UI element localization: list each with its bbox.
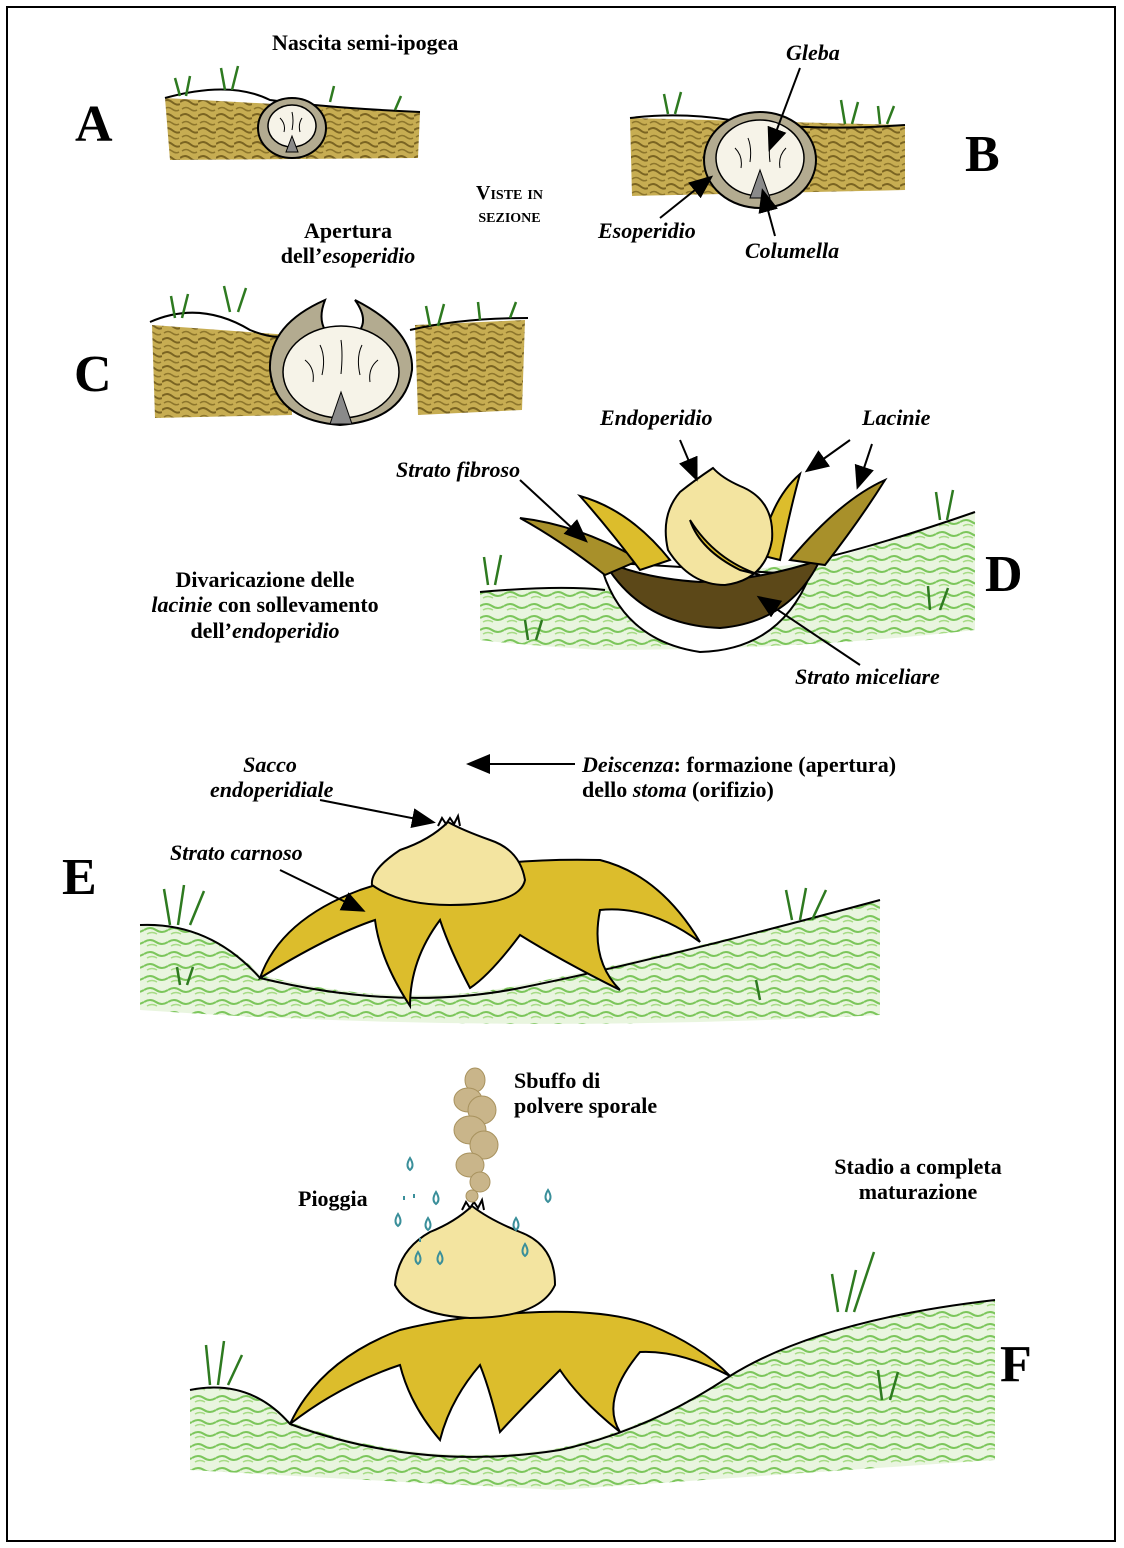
title-apertura: Apertura dell’esoperidio [268, 218, 428, 269]
arrow-endoperidio [680, 440, 696, 478]
label-pioggia: Pioggia [298, 1186, 368, 1211]
arrow-sacco [320, 800, 432, 822]
sections-note-line2: sezione [462, 205, 557, 228]
label-gleba: Gleba [786, 40, 840, 65]
caption-divaricazione-line3: dell’endoperidio [120, 618, 410, 643]
label-stadio-line2: maturazione [808, 1179, 1028, 1204]
label-sbuffo: Sbuffo di polvere sporale [514, 1068, 657, 1119]
arrow-lacinie-1 [808, 440, 850, 470]
label-sacco-line2: endoperidiale [210, 777, 330, 802]
label-deiscenza-line2-prefix: dello [582, 777, 633, 802]
label-strato-carnoso: Strato carnoso [170, 840, 303, 865]
caption-divaricazione-line3-prefix: dell’ [190, 618, 232, 643]
label-deiscenza: Deiscenza: formazione (apertura) dello s… [582, 752, 896, 803]
label-sbuffo-line2: polvere sporale [514, 1093, 657, 1118]
caption-divaricazione-term-endoperidio: endoperidio [232, 618, 340, 643]
panel-b-drawing [630, 92, 905, 208]
label-strato-fibroso: Strato fibroso [396, 457, 520, 482]
caption-divaricazione-line2-rest: con sollevamento [212, 592, 378, 617]
panel-d-drawing [480, 468, 975, 652]
sections-note-line1: Viste in [462, 182, 557, 205]
label-sacco: Sacco endoperidiale [210, 752, 330, 803]
label-sbuffo-line1: Sbuffo di [514, 1068, 657, 1093]
panel-letter-b: B [965, 125, 1000, 185]
label-lacinie: Lacinie [862, 405, 930, 430]
panel-letter-c: C [74, 345, 112, 405]
spore-puff [454, 1068, 498, 1202]
caption-divaricazione-term-lacinie: lacinie [151, 592, 212, 617]
panel-f-drawing [190, 1068, 995, 1490]
caption-divaricazione: Divaricazione delle lacinie con sollevam… [120, 567, 410, 643]
panel-letter-f: F [1000, 1335, 1032, 1395]
label-deiscenza-term-stoma: stoma [633, 777, 687, 802]
panel-letter-a: A [75, 95, 113, 155]
caption-divaricazione-line1: Divaricazione delle [120, 567, 410, 592]
sections-note: Viste in sezione [462, 182, 557, 228]
label-deiscenza-line1: Deiscenza: formazione (apertura) [582, 752, 896, 777]
caption-divaricazione-line2: lacinie con sollevamento [120, 592, 410, 617]
label-deiscenza-line2-rest: (orifizio) [687, 777, 774, 802]
title-nascita: Nascita semi-ipogea [272, 30, 458, 55]
panel-letter-d: D [985, 545, 1023, 605]
title-apertura-line2-prefix: dell’ [281, 243, 323, 268]
label-esoperidio: Esoperidio [598, 218, 696, 243]
label-deiscenza-line1-rest: : formazione (apertura) [674, 752, 896, 777]
arrow-strato-carnoso [280, 870, 362, 910]
label-deiscenza-line2: dello stoma (orifizio) [582, 777, 896, 802]
panel-a-drawing [165, 66, 420, 160]
panel-letter-e: E [62, 848, 97, 908]
label-stadio-line1: Stadio a completa [808, 1154, 1028, 1179]
grass-tufts-c [171, 286, 516, 326]
endoperidio-e [372, 822, 525, 905]
label-sacco-line1: Sacco [210, 752, 330, 777]
title-apertura-line2: dell’esoperidio [268, 243, 428, 268]
title-apertura-line2-term: esoperidio [322, 243, 415, 268]
label-stadio: Stadio a completa maturazione [808, 1154, 1028, 1205]
arrow-lacinie-2 [858, 444, 872, 486]
label-columella: Columella [745, 238, 839, 263]
soil-block-c-right [415, 320, 525, 415]
label-deiscenza-term: Deiscenza [582, 752, 674, 777]
endoperidio-d [666, 468, 773, 585]
label-strato-miceliare: Strato miceliare [795, 664, 940, 689]
label-endoperidio: Endoperidio [600, 405, 712, 430]
title-apertura-line1: Apertura [268, 218, 428, 243]
panel-c-drawing [150, 286, 528, 425]
